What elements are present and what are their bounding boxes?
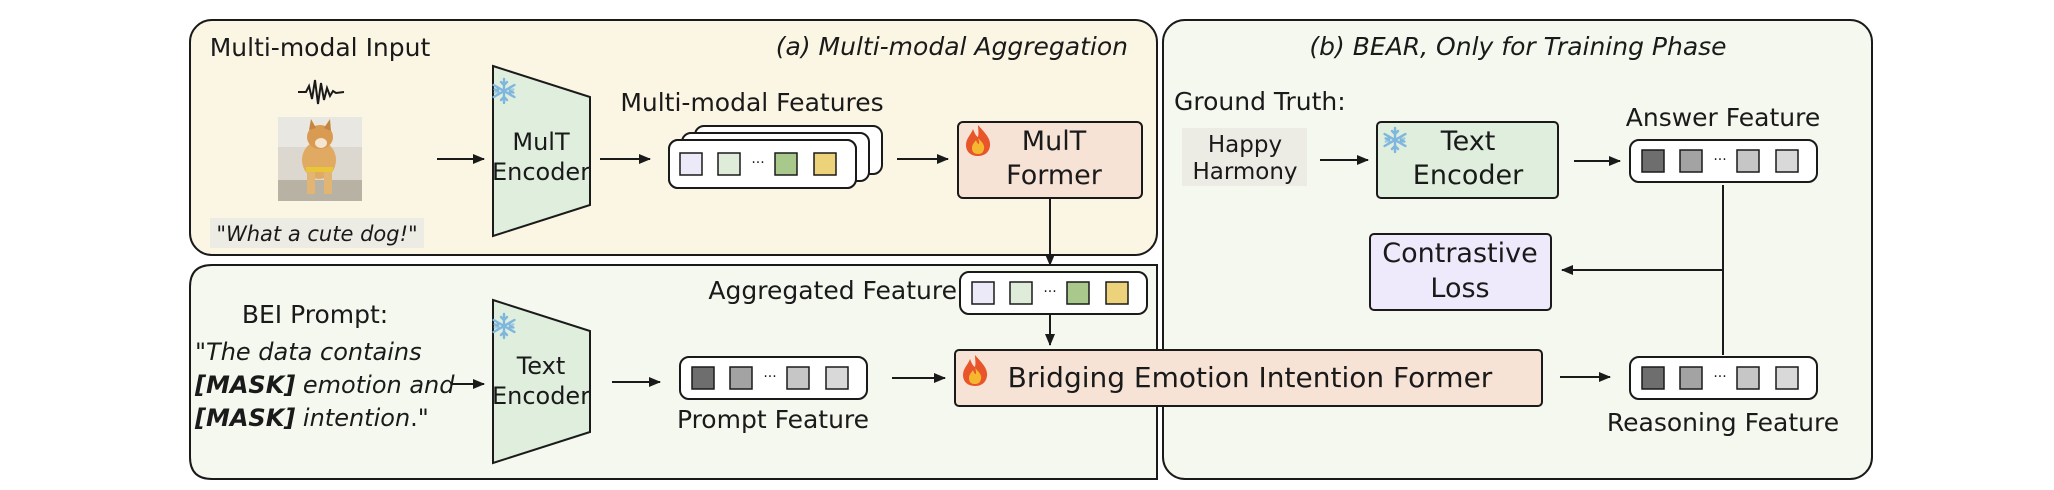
mult-encoder-label-2: Encoder — [492, 158, 590, 186]
reasoning-feature-label: Reasoning Feature — [1607, 408, 1839, 437]
prompt-feature-vector: ··· — [679, 356, 868, 400]
feature-ellipsis: ··· — [751, 155, 764, 171]
feature-cell — [1736, 366, 1760, 390]
multimodal-input-title: Multi-modal Input — [210, 33, 431, 62]
reasoning-feature-vector: ··· — [1629, 356, 1818, 400]
bei-prompt-line-3: [MASK] intention." — [194, 404, 429, 432]
panel-bei-reasoning — [189, 264, 1158, 480]
prompt-encoder-label-2: Encoder — [492, 382, 590, 410]
feature-ellipsis: ··· — [1043, 284, 1056, 300]
aggregated-feature-vector: ··· — [959, 271, 1148, 315]
mult-encoder — [492, 64, 591, 238]
answer-feature-vector: ··· — [1629, 139, 1818, 183]
prompt-feature-label: Prompt Feature — [677, 405, 869, 434]
ground-truth-label: Ground Truth: — [1174, 87, 1346, 116]
answer-encoder-label-2: Encoder — [1413, 160, 1524, 191]
feature-cell — [774, 152, 798, 176]
feature-ellipsis: ··· — [1713, 369, 1726, 385]
feature-cell — [1641, 149, 1665, 173]
panel-multimodal-aggregation — [189, 19, 1158, 256]
audio-waveform-icon — [298, 79, 345, 105]
answer-feature-label: Answer Feature — [1626, 103, 1821, 132]
multimodal-features-stack: ··· — [668, 125, 883, 189]
contrastive-loss-label-1: Contrastive — [1382, 238, 1537, 269]
answer-encoder-label-1: Text — [1440, 126, 1496, 157]
feature-cell — [1105, 281, 1129, 305]
mult-encoder-label-1: MulT — [512, 128, 570, 156]
feature-cell — [691, 366, 715, 390]
feature-cell — [729, 366, 753, 390]
feature-cell — [1009, 281, 1033, 305]
input-quote: "What a cute dog!" — [216, 222, 417, 246]
prompt-text-encoder — [492, 298, 591, 465]
bei-prompt-title: BEI Prompt: — [242, 300, 388, 329]
mult-former-label-2: Former — [1006, 160, 1103, 191]
feature-cell — [786, 366, 810, 390]
bei-prompt-line-2: [MASK] emotion and — [194, 371, 455, 399]
panel-a-title: (a) Multi-modal Aggregation — [776, 32, 1128, 61]
bei-prompt-line-1: "The data contains — [195, 338, 422, 366]
feature-cell — [825, 366, 849, 390]
contrastive-loss — [1369, 233, 1552, 311]
bridging-emotion-intention-former — [954, 349, 1543, 407]
feature-ellipsis: ··· — [763, 369, 776, 385]
feature-cell — [813, 152, 837, 176]
feature-cell — [1736, 149, 1760, 173]
feature-cell — [1066, 281, 1090, 305]
ground-truth-box — [1182, 128, 1307, 186]
aggregated-feature-label: Aggregated Feature — [708, 276, 957, 305]
feature-cell — [1641, 366, 1665, 390]
quote-box — [210, 218, 424, 248]
feature-cell — [1679, 366, 1703, 390]
bridging-former-label: Bridging Emotion Intention Former — [1008, 361, 1493, 394]
panel-b-title: (b) BEAR, Only for Training Phase — [1309, 32, 1726, 61]
feature-cell — [971, 281, 995, 305]
ground-truth-value-1: Happy — [1208, 132, 1282, 158]
contrastive-loss-label-2: Loss — [1430, 273, 1489, 304]
mult-former-label-1: MulT — [1022, 126, 1087, 157]
prompt-encoder-label-1: Text — [516, 352, 566, 380]
feature-cell — [1775, 366, 1799, 390]
feature-cell — [1775, 149, 1799, 173]
ground-truth-value-2: Harmony — [1192, 159, 1297, 185]
multimodal-features-label: Multi-modal Features — [620, 88, 883, 117]
feature-cell — [1679, 149, 1703, 173]
answer-text-encoder — [1376, 121, 1559, 199]
feature-ellipsis: ··· — [1713, 152, 1726, 168]
feature-cell — [717, 152, 741, 176]
feature-cell — [679, 152, 703, 176]
dog-photo-icon — [278, 117, 362, 201]
